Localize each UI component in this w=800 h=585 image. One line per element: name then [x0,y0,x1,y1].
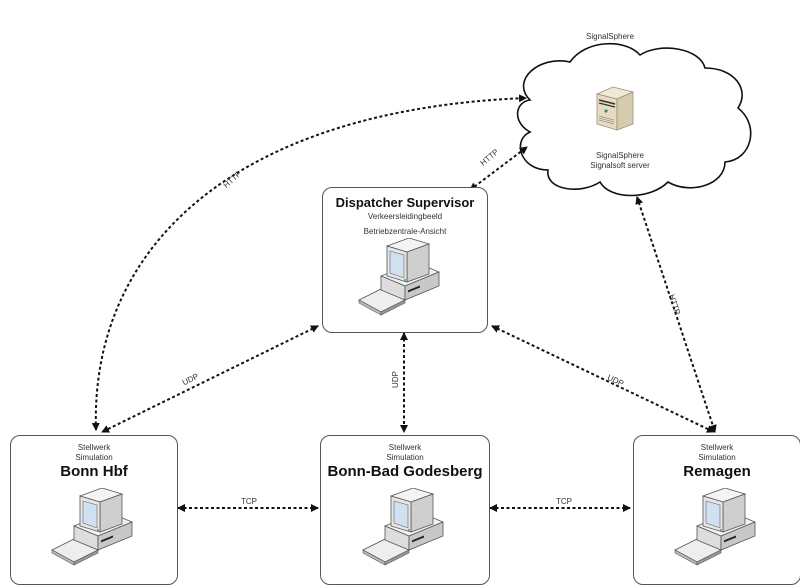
server-label: SignalSphere Signalsoft server [580,151,660,171]
server-description: Signalsoft server [590,161,650,170]
link-label-bonn-godesberg: TCP [241,497,257,506]
station-mode: Simulation [386,453,424,462]
link-label-godesberg-remagen: TCP [556,497,572,506]
computer-icon-remagen [674,488,756,566]
cloud-shape [516,42,752,197]
link-dispatcher-cloud [469,146,528,191]
dispatcher-subtitle-1: Verkeersleidingbeeld [367,212,443,221]
station-type: Stellwerk [388,443,422,452]
station-name: Bonn-Bad Godesberg [327,463,483,480]
station-type: Stellwerk [77,443,111,452]
link-dispatcher-remagen [491,325,715,433]
station-name: Bonn Hbf [60,463,128,480]
server-icon [595,86,635,131]
computer-icon-bonn-bad-godesberg [362,488,444,566]
computer-icon-bonn-hbf [51,488,133,566]
server-name: SignalSphere [595,151,645,160]
cloud-title: SignalSphere [586,32,635,41]
station-mode: Simulation [75,453,113,462]
dispatcher-title: Dispatcher Supervisor [335,195,475,210]
station-name: Remagen [683,463,751,480]
station-type: Stellwerk [700,443,734,452]
link-dispatcher-bonn [101,325,319,433]
station-mode: Simulation [698,453,736,462]
dispatcher-subtitle-2: Betriebzentrale-Ansicht [363,227,447,236]
computer-icon-dispatcher [358,238,440,316]
link-label-dispatcher-godesberg: UDP [390,371,400,388]
